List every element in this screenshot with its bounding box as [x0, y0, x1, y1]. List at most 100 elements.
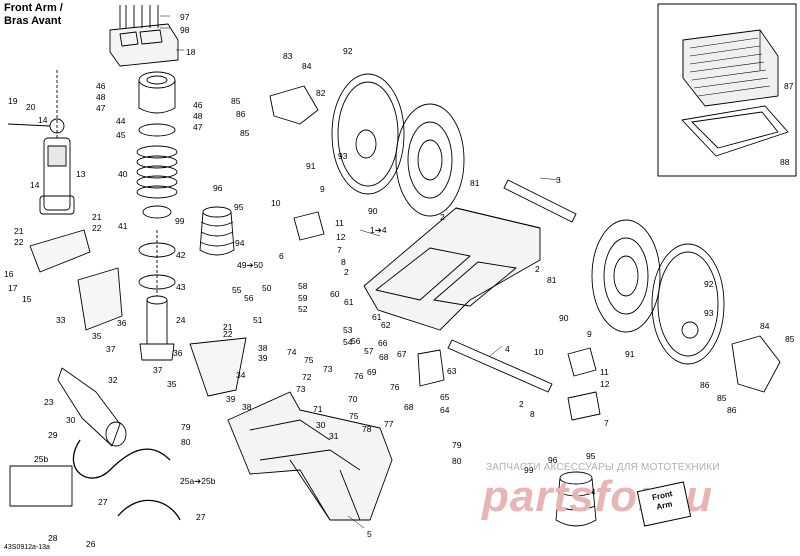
bearing-82	[269, 85, 319, 125]
callout-c63: 63	[447, 366, 457, 376]
callout-c20: 20	[26, 102, 36, 112]
lower-frame-5	[227, 391, 393, 521]
callout-c73: 73	[323, 364, 333, 374]
callout-c50: 50	[262, 283, 272, 293]
bellows-lower	[555, 471, 597, 527]
callout-c65: 65	[440, 392, 450, 402]
callout-c12a: 12	[336, 232, 346, 242]
callout-c43: 43	[176, 282, 186, 292]
callout-c7b: 7	[604, 418, 609, 428]
callout-c40: 40	[118, 169, 128, 179]
callout-c32: 32	[108, 375, 118, 385]
callout-c91b: 91	[625, 349, 635, 359]
callout-c75b: 75	[349, 411, 359, 421]
callout-c95b: 95	[586, 451, 596, 461]
callout-c74: 74	[287, 347, 297, 357]
diagram-title: Front Arm / Bras Avant	[4, 2, 63, 28]
callout-c61: 61	[344, 297, 354, 307]
tube-3	[503, 179, 577, 223]
callout-c12b: 12	[600, 379, 610, 389]
callout-c2a: 2	[344, 267, 349, 277]
callout-c9b: 9	[587, 329, 592, 339]
callout-c61b: 61	[372, 312, 382, 322]
callout-c66: 66	[378, 338, 388, 348]
callout-c76b: 76	[390, 382, 400, 392]
callout-c36a: 36	[117, 318, 127, 328]
boot-upper	[331, 73, 465, 217]
callout-c64: 64	[440, 405, 450, 415]
callout-c21a: 21	[92, 212, 102, 222]
callout-c2c: 2	[535, 264, 540, 274]
callout-c48b: 48	[193, 111, 203, 121]
callout-c78: 78	[362, 424, 372, 434]
callout-c60: 60	[330, 289, 340, 299]
callout-c46b: 46	[193, 100, 203, 110]
callout-c39b: 39	[226, 394, 236, 404]
callout-c98: 98	[180, 25, 190, 35]
callout-c57: 57	[364, 346, 374, 356]
callout-c94a: 94	[235, 238, 245, 248]
shaft-4	[447, 339, 553, 393]
coil-spring-40	[136, 145, 178, 199]
swing-arm-1	[363, 207, 541, 331]
callout-c79b: 79	[452, 440, 462, 450]
callout-c35a: 35	[92, 331, 102, 341]
callout-c69: 69	[367, 367, 377, 377]
callout-c81a: 81	[470, 178, 480, 188]
callout-c88: 88	[780, 157, 790, 167]
callout-c27b: 27	[196, 512, 206, 522]
callout-c42: 42	[176, 250, 186, 260]
callout-c87: 87	[784, 81, 794, 91]
bracket-33	[77, 267, 123, 331]
callout-c75a: 75	[304, 355, 314, 365]
callout-c72: 72	[302, 372, 312, 382]
callout-c83: 83	[283, 51, 293, 61]
callout-c76: 76	[354, 371, 364, 381]
callout-c90b: 90	[559, 313, 569, 323]
callout-c62: 62	[381, 320, 391, 330]
callout-c31: 31	[329, 431, 339, 441]
callout-c30: 30	[66, 415, 76, 425]
callout-c94b: 94	[586, 487, 596, 497]
callout-c73b: 73	[296, 384, 306, 394]
callout-c16: 16	[4, 269, 14, 279]
callout-c13: 13	[76, 169, 86, 179]
callout-c47b: 47	[193, 122, 203, 132]
callout-c71: 71	[313, 404, 323, 414]
upper-cylinder	[138, 71, 176, 114]
callout-c68: 68	[379, 352, 389, 362]
callout-c21c: 21	[223, 322, 233, 332]
callout-c95a: 95	[234, 202, 244, 212]
callout-c58: 58	[298, 281, 308, 291]
callout-c27a: 27	[98, 497, 108, 507]
callout-c56: 56	[244, 293, 254, 303]
callout-c96b: 96	[548, 455, 558, 465]
callout-c84a: 84	[302, 61, 312, 71]
callout-c22a: 22	[92, 223, 102, 233]
callout-c35b: 35	[167, 379, 177, 389]
callout-c2d: 2	[519, 399, 524, 409]
callout-c5: 5	[367, 529, 372, 539]
callout-c4: 4	[505, 344, 510, 354]
callout-c85a: 85	[231, 96, 241, 106]
callout-c85c: 85	[785, 334, 795, 344]
callout-c21b: 21	[14, 226, 24, 236]
drawing-code: 43S0912a-13a	[4, 544, 50, 551]
callout-c79a: 79	[181, 422, 191, 432]
callout-c80b: 80	[452, 456, 462, 466]
block-7-upper	[293, 211, 325, 241]
callout-c3: 3	[556, 175, 561, 185]
callout-c10b: 10	[534, 347, 544, 357]
callout-c22b: 22	[14, 237, 24, 247]
callout-c37a: 37	[106, 344, 116, 354]
callout-c8a: 8	[341, 257, 346, 267]
title-fr: Bras Avant	[4, 15, 62, 27]
watermark-text: ЗАПЧАСТИ АКСЕССУАРЫ ДЛЯ МОТОТЕХНИКИ	[486, 462, 720, 473]
callout-c14a: 14	[38, 115, 48, 125]
callout-c6: 6	[279, 251, 284, 261]
callout-c15: 15	[22, 294, 32, 304]
callout-c11b: 11	[600, 367, 609, 377]
callout-c80a: 80	[181, 437, 191, 447]
block-7-lower	[567, 347, 597, 377]
callout-c41: 41	[118, 221, 128, 231]
